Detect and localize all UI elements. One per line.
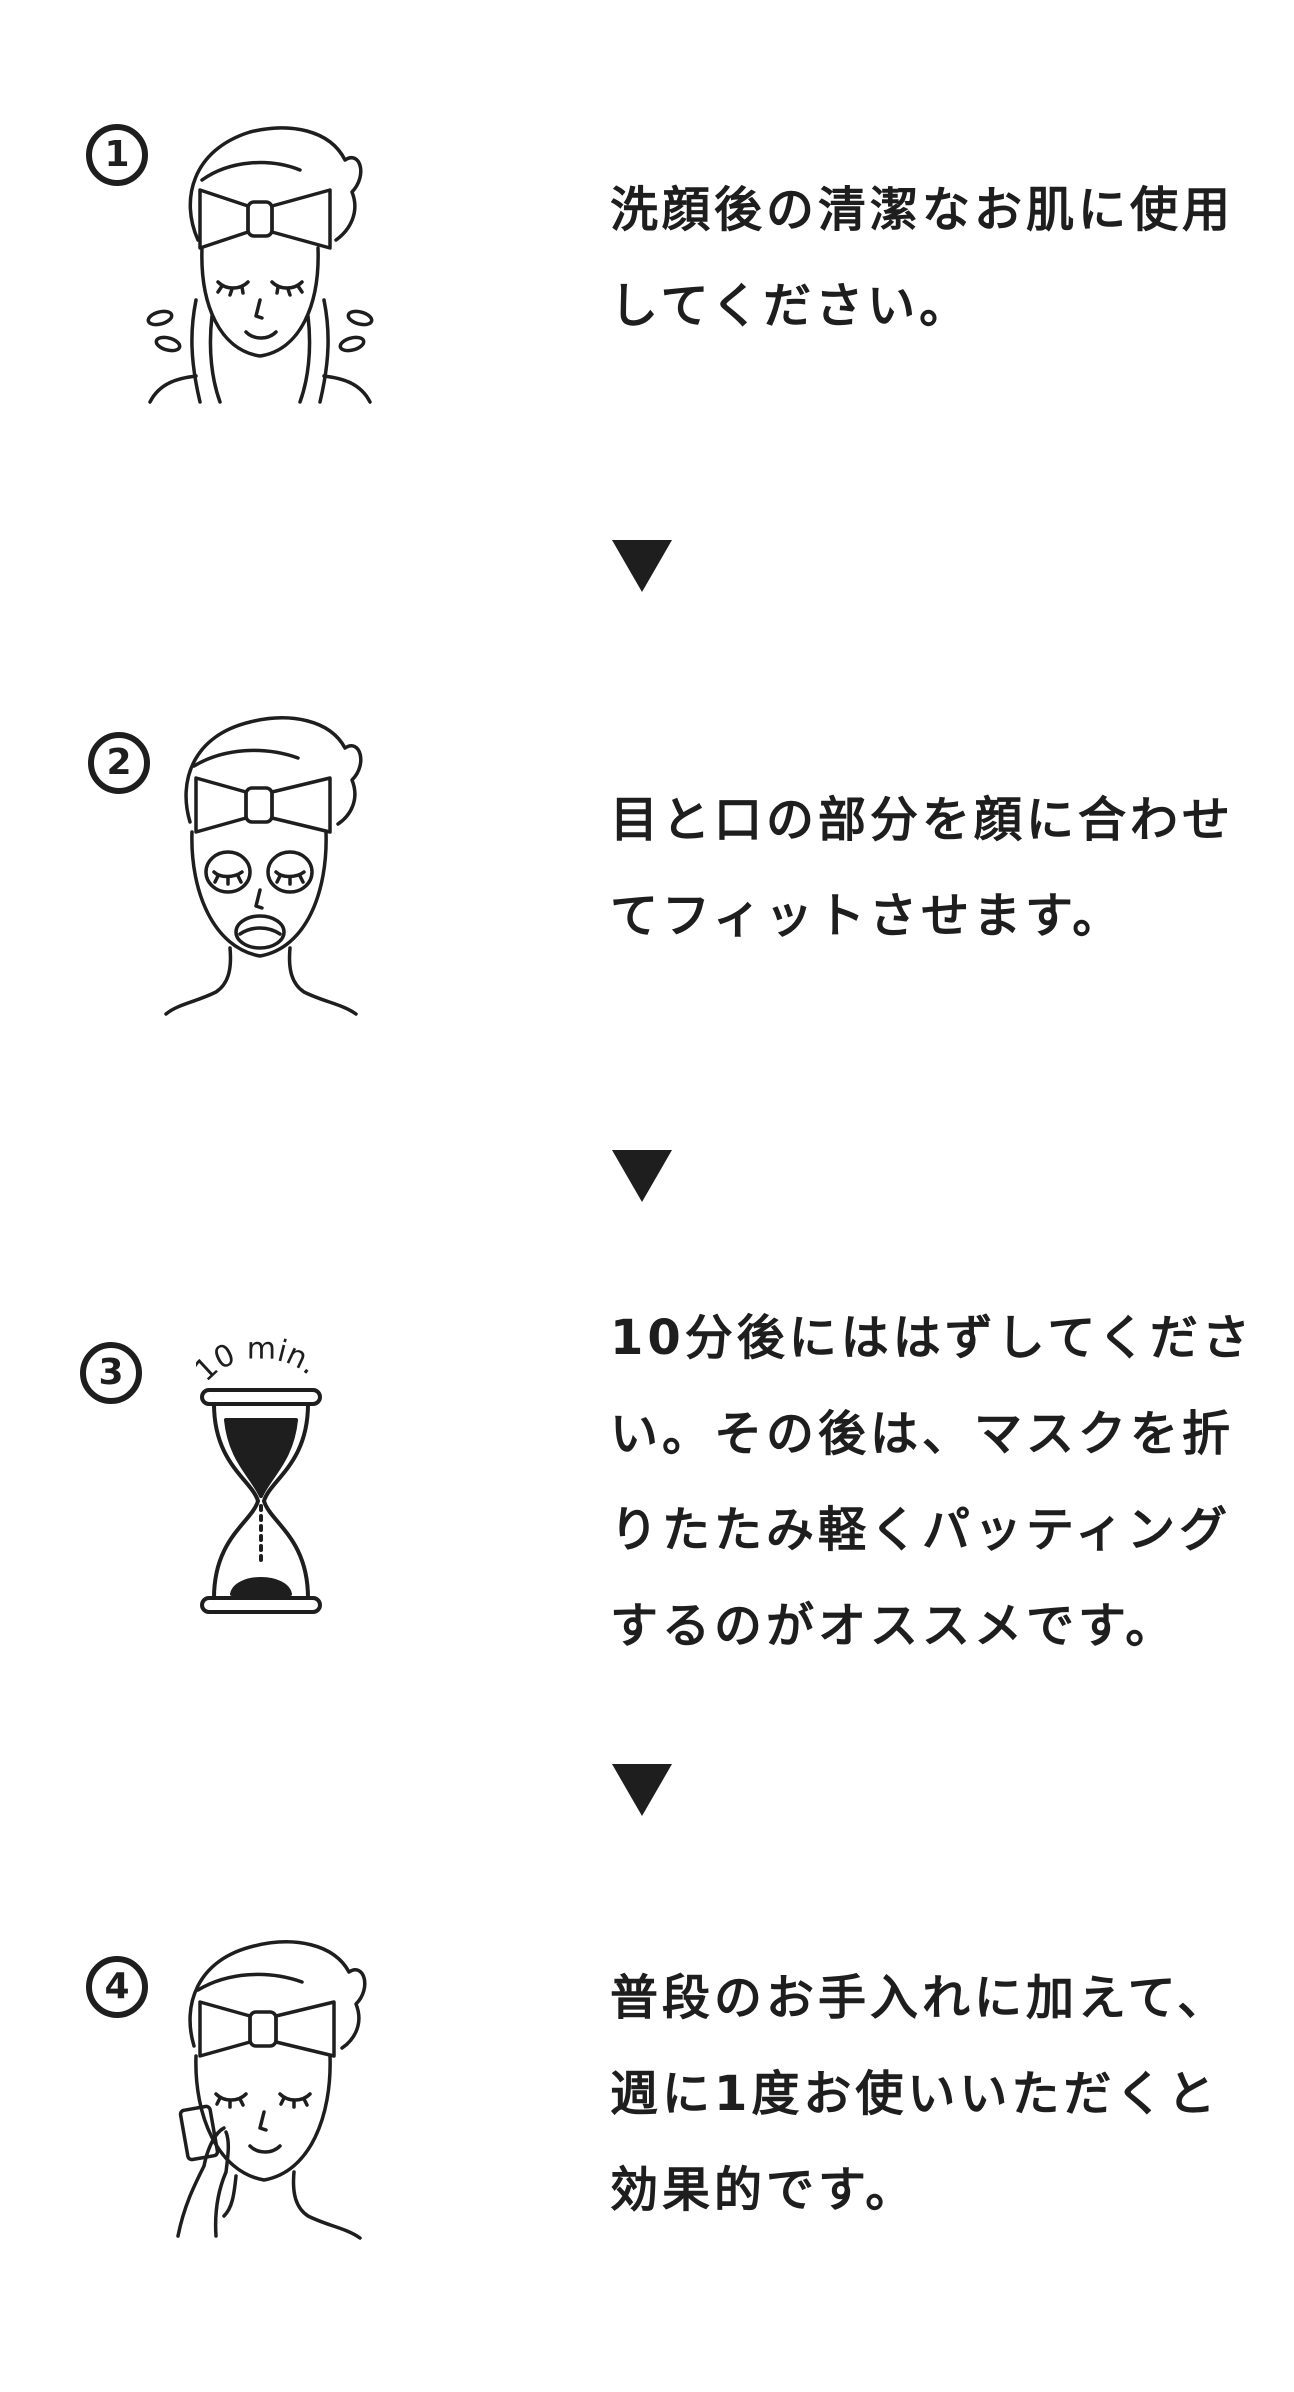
- down-triangle-icon: [612, 1764, 672, 1816]
- step-number-1: 1: [86, 124, 148, 186]
- face-cotton-pad-icon: [176, 1940, 367, 2240]
- hourglass-illustration: 10 min.: [196, 1334, 326, 1624]
- timer-label: 10 min.: [196, 1334, 325, 1389]
- hourglass-icon: [200, 1388, 322, 1614]
- down-triangle-icon: [612, 540, 672, 592]
- svg-text:10 min.: 10 min.: [196, 1334, 325, 1389]
- step-3-instruction: 10分後にははずしてくださ い。その後は、マスクを折 りたたみ軽くパッティング …: [610, 1310, 1254, 1654]
- step-number-4: 4: [86, 1956, 148, 2018]
- step-number-3: 3: [80, 1342, 142, 1404]
- face-mask-icon: [164, 716, 363, 1016]
- face-hands-icon: [146, 126, 374, 404]
- step-1-instruction: 洗顔後の清潔なお肌に使用 してください。: [610, 182, 1235, 334]
- timer-label-arc: 10 min.: [196, 1334, 325, 1389]
- down-triangle-icon: [612, 1150, 672, 1202]
- step-number-2: 2: [88, 732, 150, 794]
- step-4-instruction: 普段のお手入れに加えて、 週に1度お使いいただくと 効果的です。: [610, 1970, 1230, 2218]
- step-2-instruction: 目と口の部分を顔に合わせ てフィットさせます。: [610, 792, 1235, 944]
